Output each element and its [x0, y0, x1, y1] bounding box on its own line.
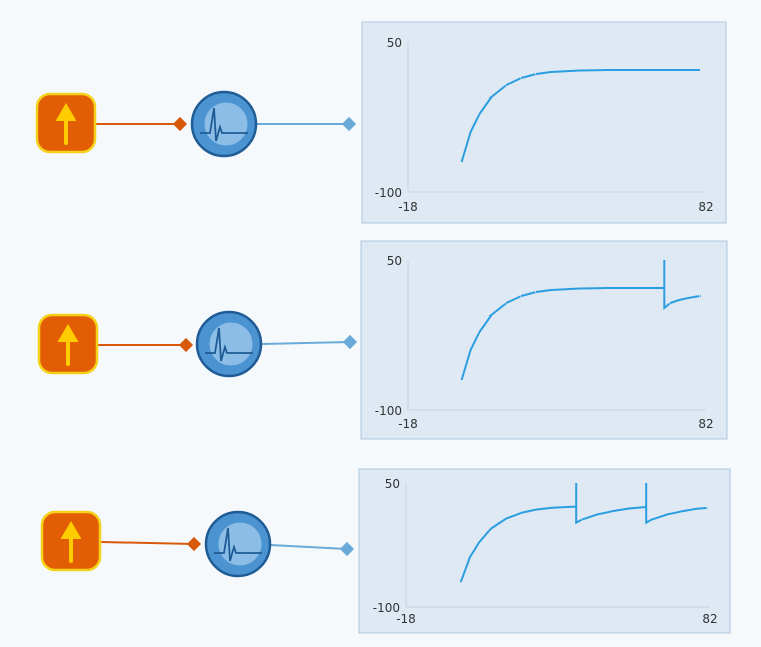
input-port[interactable]	[186, 536, 202, 552]
output-link[interactable]	[261, 341, 351, 345]
input-port[interactable]	[172, 116, 188, 132]
neuron-membrane-potential-icon	[205, 327, 253, 362]
row-3: 50 -100 -18 82	[40, 468, 731, 634]
voltage-trace	[460, 260, 702, 381]
y-tick-max: 50	[387, 36, 402, 50]
input-port[interactable]	[178, 337, 194, 353]
voltage-plot[interactable]: 50 -100 -18 82	[360, 240, 728, 440]
row-1: 50 -100 -18 82	[35, 21, 727, 224]
x-tick-min: -18	[398, 417, 418, 431]
plot-panel	[358, 468, 731, 634]
input-link[interactable]	[100, 541, 195, 545]
voltage-trace	[459, 483, 708, 583]
plot-panel	[360, 240, 728, 440]
neuron-node[interactable]	[195, 310, 263, 378]
y-tick-min: -100	[375, 404, 402, 418]
x-tick-max: 82	[702, 612, 717, 626]
y-tick-min: -100	[375, 186, 402, 200]
row-2: 50 -100 -18 82	[37, 240, 728, 440]
neuron-node[interactable]	[190, 90, 258, 158]
output-port[interactable]	[341, 116, 357, 132]
voltage-plot[interactable]: 50 -100 -18 82	[358, 468, 731, 634]
output-link[interactable]	[269, 544, 348, 550]
x-tick-min: -18	[398, 200, 418, 214]
voltage-plot[interactable]: 50 -100 -18 82	[361, 21, 727, 224]
neuron-membrane-potential-icon	[214, 527, 262, 562]
y-tick-min: -100	[373, 601, 400, 615]
current-source-node[interactable]	[37, 313, 99, 375]
y-tick-max: 50	[385, 477, 400, 491]
neuron-node[interactable]	[204, 510, 272, 578]
current-source-node[interactable]	[35, 92, 97, 154]
x-tick-min: -18	[396, 612, 416, 626]
x-tick-max: 82	[698, 417, 713, 431]
current-source-node[interactable]	[40, 510, 102, 572]
up-arrow-icon	[60, 521, 82, 563]
output-port[interactable]	[339, 541, 355, 557]
y-tick-max: 50	[387, 254, 402, 268]
up-arrow-icon	[57, 324, 79, 366]
neuron-membrane-potential-icon	[200, 107, 248, 142]
up-arrow-icon	[55, 103, 77, 145]
plot-panel	[361, 21, 727, 224]
output-port[interactable]	[342, 334, 358, 350]
x-tick-max: 82	[698, 200, 713, 214]
voltage-trace	[460, 68, 700, 163]
